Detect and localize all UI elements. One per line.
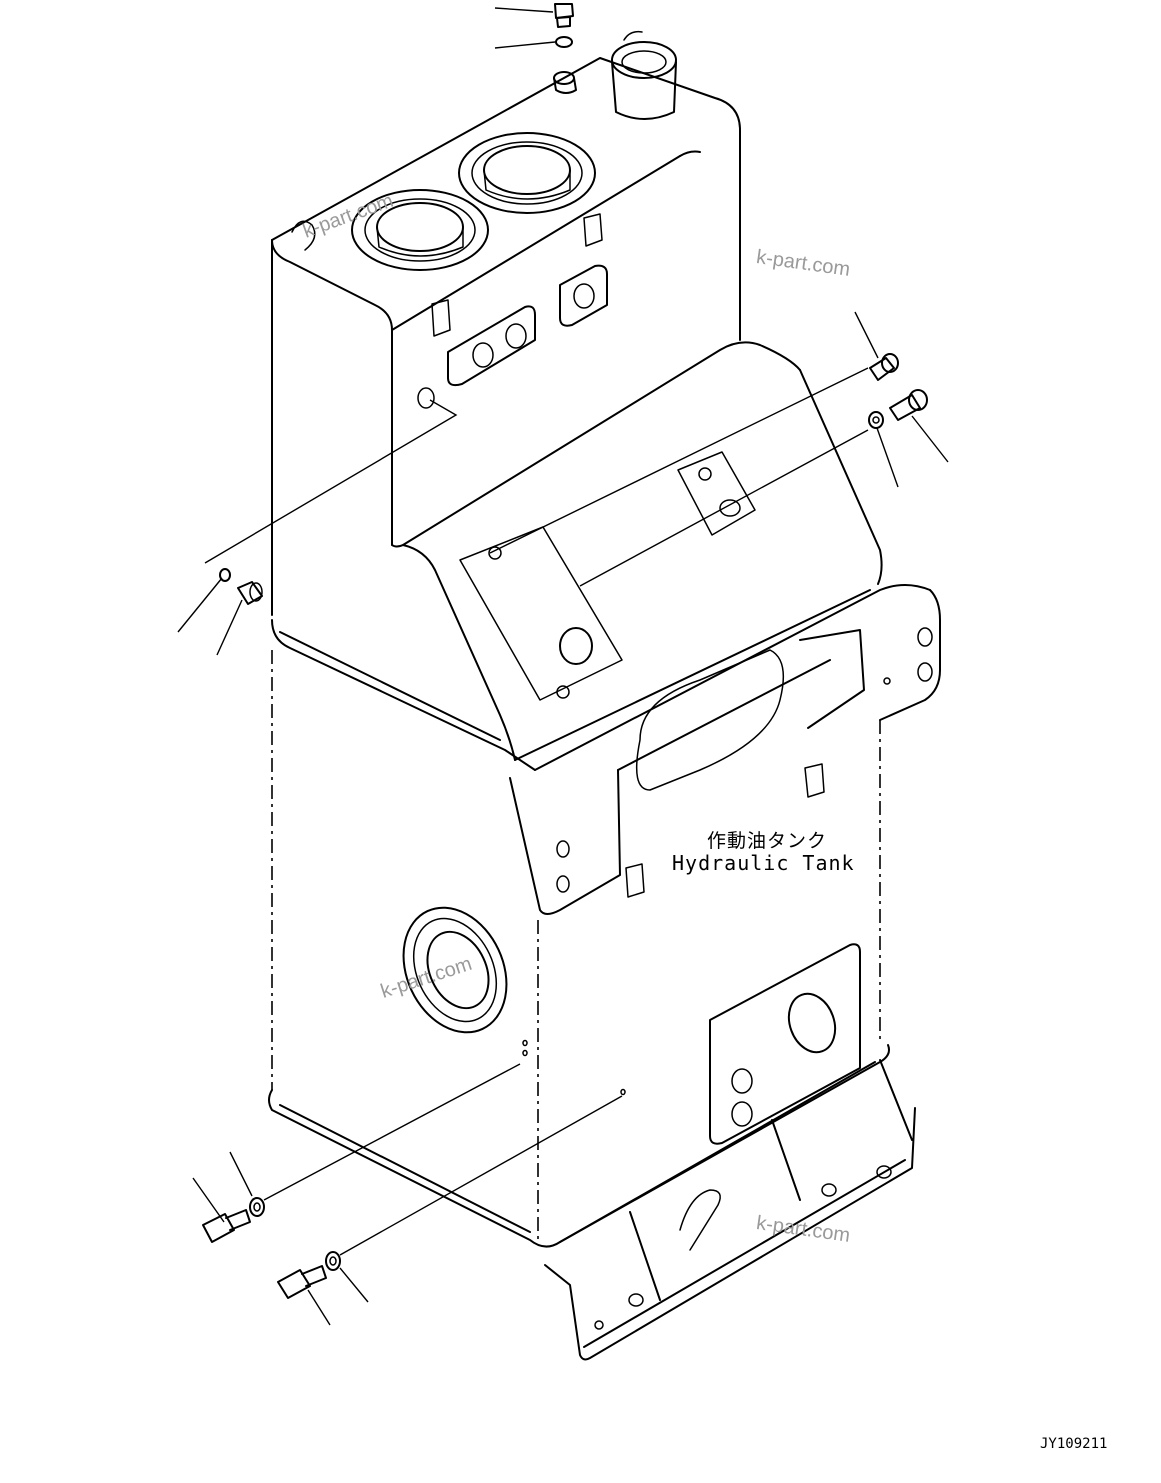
- top-opening-rear: [458, 132, 596, 214]
- base-frame: [544, 1059, 916, 1361]
- o-ring-side-left: [219, 568, 231, 582]
- component-label-japanese: 作動油タンク: [707, 830, 828, 852]
- lower-port-plate: [709, 943, 861, 1145]
- middle-frame: [271, 584, 941, 915]
- sloped-section: [402, 369, 883, 761]
- boss-top: [553, 71, 577, 94]
- bolt-upper-right: [869, 353, 899, 381]
- upper-tank-body: [271, 57, 801, 616]
- filler-neck: [611, 30, 677, 120]
- bolt-lower-left: [202, 1209, 251, 1243]
- diagram-code: JY109211: [1040, 1436, 1108, 1452]
- bolt-lower: [277, 1265, 327, 1299]
- o-ring-top: [555, 36, 573, 48]
- washer-lower: [325, 1251, 341, 1271]
- lower-tank-body: [268, 650, 890, 1248]
- bolt-right: [889, 389, 928, 421]
- plug-side-left: [237, 581, 263, 605]
- top-opening-front: [351, 189, 489, 271]
- washer-upper-right: [868, 411, 884, 429]
- side-flange: [402, 906, 626, 1096]
- washer-lower-left: [249, 1197, 265, 1217]
- upper-ports: [417, 213, 608, 409]
- drain-plug-top: [554, 3, 574, 28]
- leader-lines: [177, 7, 949, 1326]
- component-label-english: Hydraulic Tank: [672, 851, 855, 875]
